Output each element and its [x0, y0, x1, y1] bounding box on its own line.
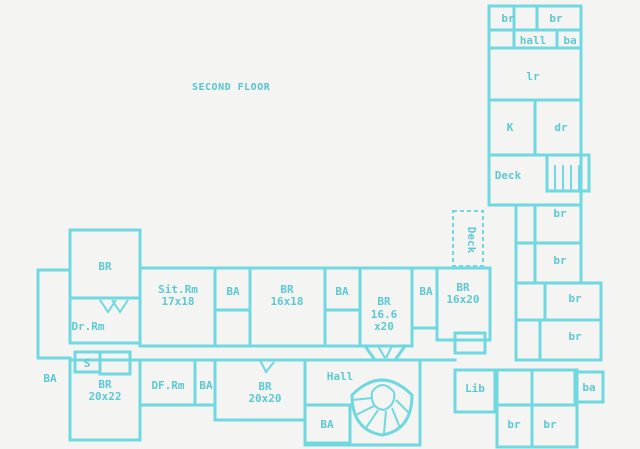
room-br-wing-3: br: [568, 292, 582, 305]
room-deck-right: Deck: [495, 169, 522, 182]
bay-window: [362, 343, 408, 362]
room-ba-1: BA: [226, 285, 240, 298]
room-br-wing-4: br: [568, 330, 582, 343]
room-labels: br br hall ba lr K dr Deck br br br br D…: [43, 12, 595, 431]
room-br-top-right: br: [549, 12, 563, 25]
room-deck-vertical: Deck: [465, 227, 478, 254]
room-ba-top: ba: [563, 34, 576, 47]
room-ba-small: BA: [199, 379, 213, 392]
room-br-16x20: BR: [456, 281, 470, 294]
room-ba-bottom: BA: [320, 418, 334, 431]
room-ba-2: BA: [335, 285, 349, 298]
room-br-mid: BR: [377, 295, 391, 308]
room-br-left-upper: BR: [98, 260, 112, 273]
stair-curve: [350, 378, 414, 437]
room-ba-right-small: ba: [582, 381, 595, 394]
room-df-rm: DF.Rm: [151, 379, 184, 392]
room-lr: lr: [526, 70, 540, 83]
room-dr-right: dr: [554, 121, 568, 134]
room-br-wing-2: br: [553, 254, 567, 267]
room-br-20x20-size: 20x20: [248, 392, 281, 405]
room-ba-3: BA: [419, 285, 433, 298]
room-lib: Lib: [465, 382, 485, 395]
room-br-20x22: BR: [98, 378, 112, 391]
room-hall-top: hall: [520, 34, 547, 47]
main-wing-walls: [36, 228, 492, 447]
room-br-mid-size-1: 16.6: [371, 308, 398, 321]
room-br-16x18-size: 16x18: [270, 295, 303, 308]
right-wing-walls: [487, 4, 603, 362]
room-br-wing-1: br: [553, 207, 567, 220]
bottom-right-walls: [453, 331, 605, 449]
room-dr-rm: Dr.Rm: [71, 320, 104, 333]
room-br-16x18: BR: [280, 283, 294, 296]
room-br-20x22-size: 20x22: [88, 390, 121, 403]
closet-marks: [99, 299, 275, 374]
room-br-16x20-size: 16x20: [446, 293, 479, 306]
room-br-mid-size-2: x20: [374, 320, 394, 333]
deck-vertical-outline: [452, 210, 484, 267]
room-sit-rm: Sit.Rm: [158, 283, 198, 296]
room-br-bottom-1: br: [507, 418, 521, 431]
room-br-bottom-2: br: [543, 418, 557, 431]
floor-title: SECOND FLOOR: [192, 82, 271, 93]
room-br-top-left: br: [501, 12, 515, 25]
room-br-20x20: BR: [258, 380, 272, 393]
room-sit-rm-size: 17x18: [161, 295, 194, 308]
room-ba-left: BA: [43, 372, 57, 385]
room-s: S: [84, 357, 91, 370]
room-k: K: [507, 121, 514, 134]
room-hall: Hall: [327, 370, 354, 383]
